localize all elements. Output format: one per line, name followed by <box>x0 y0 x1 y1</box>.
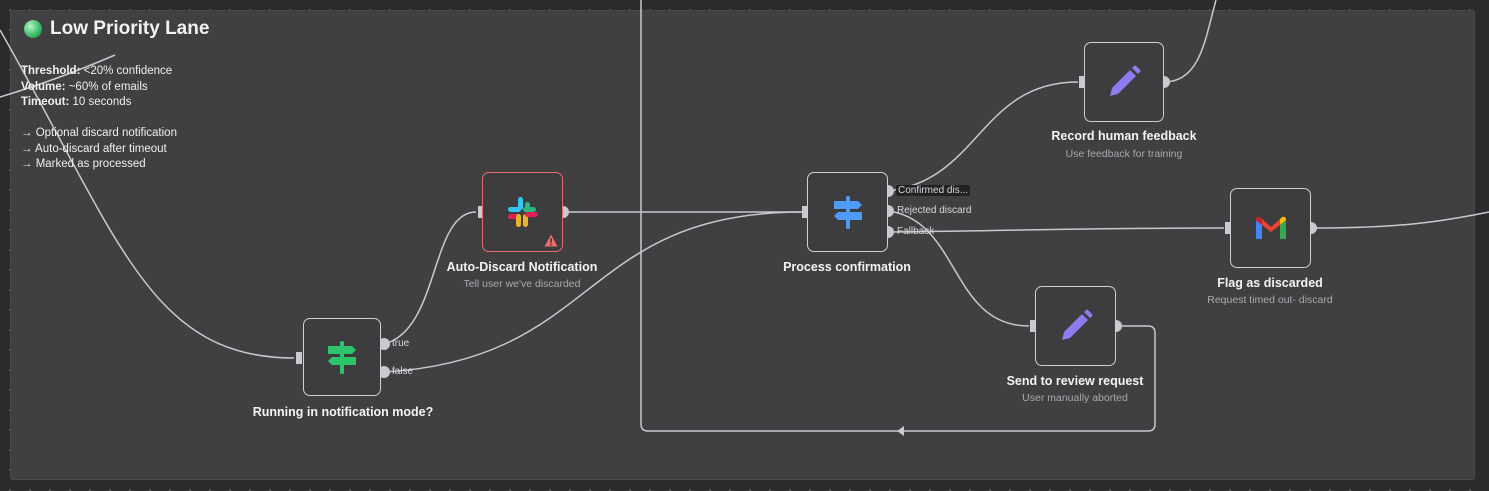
node-subtitle: Use feedback for training <box>1065 148 1183 160</box>
threshold-value: <20% confidence <box>80 65 173 77</box>
connection-wire <box>640 0 1156 432</box>
node-subtitle: Tell user we've discarded <box>463 278 581 290</box>
input-port <box>1225 222 1231 234</box>
pencil-icon <box>1061 309 1092 340</box>
slack-icon <box>507 197 538 227</box>
signpost-icon <box>328 341 356 374</box>
output-port-false <box>378 366 390 378</box>
pencil-icon <box>1110 65 1141 96</box>
input-port <box>296 352 302 364</box>
connection-wire <box>383 211 803 373</box>
note-bullet: → Marked as processed <box>21 158 146 170</box>
volume-value: ~60% of emails <box>65 80 148 93</box>
connection-wire <box>887 227 1225 233</box>
note-bullet: → Auto-discard after timeout <box>21 142 167 155</box>
port-label-rejected: Rejected discard <box>897 205 972 216</box>
node-record-human-feedback[interactable] <box>1084 42 1164 122</box>
port-label-false: false <box>392 366 414 377</box>
green-status-icon <box>24 20 42 38</box>
node-flag-as-discarded[interactable] <box>1230 188 1311 268</box>
node-title: Flag as discarded <box>1217 276 1323 290</box>
note-timeout: Timeout: 10 seconds <box>21 95 177 111</box>
node-subtitle: User manually aborted <box>1022 392 1128 404</box>
node-title: Process confirmation <box>783 260 911 274</box>
note-threshold: Threshold: <20% confidence <box>21 64 177 80</box>
gmail-icon <box>1255 216 1286 239</box>
input-port <box>1079 76 1085 88</box>
lane-notes: Threshold: <20% confidence Volume: ~60% … <box>21 64 177 173</box>
input-port <box>802 206 808 218</box>
connection-wire <box>383 211 477 345</box>
node-send-to-review-request[interactable] <box>1035 286 1116 366</box>
node-auto-discard-notification[interactable] <box>482 172 563 252</box>
note-bullet: → Optional discard notification <box>21 127 177 139</box>
threshold-label: Threshold: <box>21 65 81 77</box>
port-label-true: true <box>392 338 410 349</box>
lane-title: Low Priority Lane <box>24 18 209 40</box>
node-title: Running in notification mode? <box>252 405 434 419</box>
output-port-true <box>378 338 390 350</box>
node-process-confirmation[interactable] <box>807 172 888 252</box>
node-title: Record human feedback <box>1051 129 1197 143</box>
volume-label: Volume: <box>21 80 66 93</box>
signpost-icon <box>833 196 862 229</box>
node-running-in-notification-mode[interactable] <box>303 318 381 396</box>
input-port <box>478 206 484 218</box>
input-port <box>1030 320 1036 332</box>
port-label-confirmed: Confirmed dis... <box>896 185 971 196</box>
connection-wire <box>887 210 1030 327</box>
warning-icon[interactable] <box>544 234 558 247</box>
node-title: Send to review request <box>1006 374 1144 388</box>
port-label-fallback: Fallback <box>897 226 935 237</box>
timeout-value: 10 seconds <box>69 96 132 108</box>
connection-wire <box>1163 0 1217 83</box>
loop-arrowhead <box>897 426 904 436</box>
node-subtitle: Request timed out- discard <box>1207 294 1333 306</box>
connection-wire <box>887 81 1079 192</box>
timeout-label: Timeout: <box>21 96 70 108</box>
connection-wire <box>0 54 116 98</box>
node-title: Auto-Discard Notification <box>446 260 598 274</box>
lane-title-text: Low Priority Lane <box>50 18 210 39</box>
connection-wire <box>0 29 295 359</box>
note-volume: Volume: ~60% of emails <box>21 80 177 96</box>
connection-wire <box>1310 211 1489 229</box>
